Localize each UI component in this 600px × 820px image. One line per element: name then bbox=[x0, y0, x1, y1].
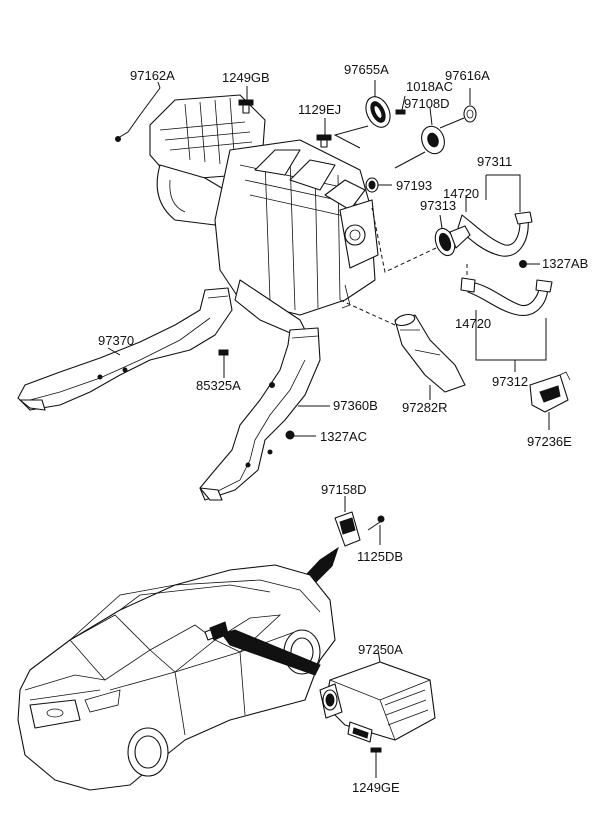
seal-ring-97655a bbox=[333, 80, 391, 149]
label-97162a: 97162A bbox=[130, 68, 175, 83]
hvac-main-unit bbox=[149, 94, 379, 336]
screw-1125db bbox=[367, 515, 385, 545]
label-97655a: 97655A bbox=[344, 62, 389, 77]
label-1129ej: 1129EJ bbox=[298, 102, 341, 117]
grommet-97108d bbox=[394, 107, 445, 169]
ring-97193 bbox=[365, 177, 392, 193]
vehicle-sedan-sketch bbox=[17, 564, 336, 791]
label-97311: 97311 bbox=[477, 154, 512, 169]
nut-1327ab bbox=[519, 260, 540, 268]
heater-hose-lower-97312 bbox=[460, 262, 553, 372]
screw-1129ej bbox=[316, 118, 332, 148]
clip-97616a bbox=[439, 88, 477, 129]
heater-pipe-97313 bbox=[371, 207, 471, 273]
label-97370: 97370 bbox=[98, 333, 134, 348]
label-14720-upper: 14720 bbox=[443, 186, 479, 201]
label-1327ac: 1327AC bbox=[320, 429, 367, 444]
label-97193: 97193 bbox=[396, 178, 432, 193]
control-module-97250a bbox=[319, 649, 436, 743]
sensor-97158d bbox=[334, 496, 361, 547]
part-labels: 97162A 1249GB 97655A 1018AC 97616A 1129E… bbox=[98, 62, 588, 795]
label-97158d: 97158D bbox=[321, 482, 367, 497]
label-1327ab: 1327AB bbox=[542, 256, 588, 271]
label-97236e: 97236E bbox=[527, 434, 572, 449]
nut-1327ac bbox=[285, 430, 316, 440]
label-1018ac: 1018AC bbox=[406, 79, 453, 94]
sensor-wire-97162a bbox=[115, 81, 161, 142]
rear-duct-left-97370 bbox=[17, 287, 233, 411]
label-97108d: 97108D bbox=[404, 96, 450, 111]
side-duct-97282r bbox=[339, 299, 466, 400]
rear-duct-center-97360b bbox=[199, 327, 330, 501]
label-97360b: 97360B bbox=[333, 398, 378, 413]
label-97313: 97313 bbox=[420, 198, 456, 213]
screw-1018ac bbox=[395, 95, 406, 115]
screw-1249ge bbox=[370, 747, 382, 778]
label-1125db: 1125DB bbox=[357, 549, 403, 564]
screw-1249gb bbox=[238, 86, 254, 114]
clip-85325a bbox=[218, 349, 229, 378]
label-85325a: 85325A bbox=[196, 378, 241, 393]
actuator-97236e bbox=[529, 371, 571, 430]
label-97282r: 97282R bbox=[402, 400, 448, 415]
pointer-car-to-module bbox=[221, 629, 321, 676]
label-1249ge: 1249GE bbox=[352, 780, 400, 795]
label-14720-lower: 14720 bbox=[455, 316, 491, 331]
label-1249gb: 1249GB bbox=[222, 70, 270, 85]
heater-hose-upper-97311 bbox=[457, 174, 533, 257]
label-97250a: 97250A bbox=[358, 642, 403, 657]
label-97616a: 97616A bbox=[445, 68, 490, 83]
label-97312: 97312 bbox=[492, 374, 528, 389]
